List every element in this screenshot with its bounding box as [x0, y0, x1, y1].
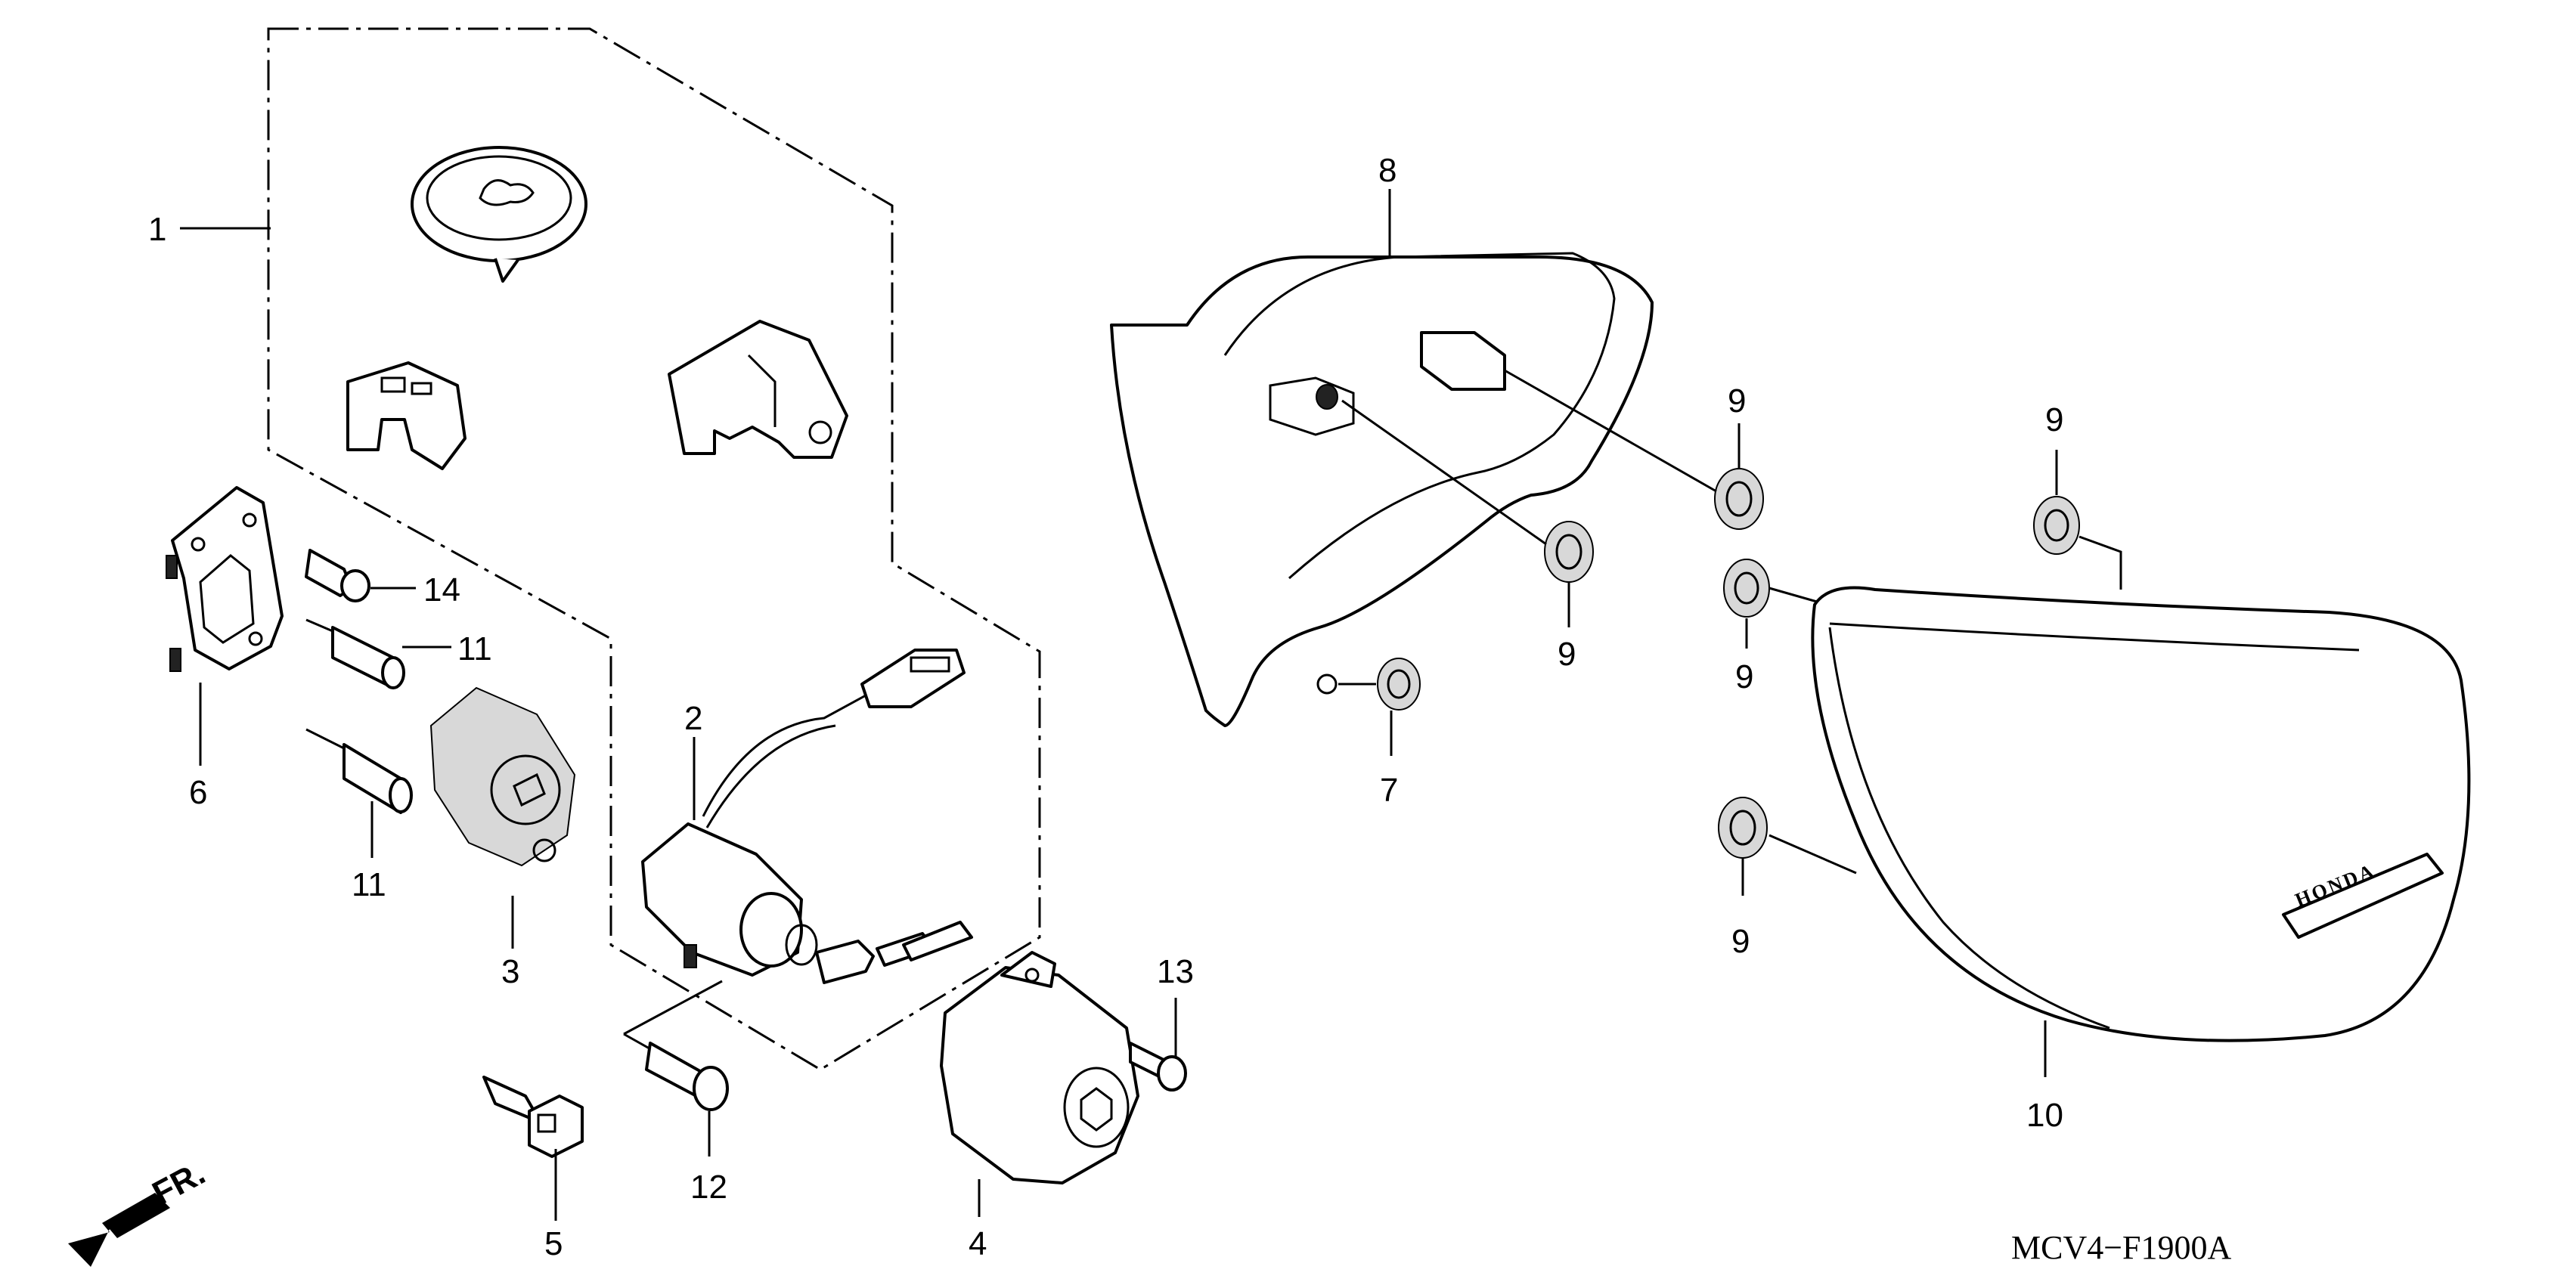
bracket-plate-6	[166, 486, 284, 672]
helmet-holder-part	[668, 320, 848, 459]
callout-8: 8	[1378, 152, 1396, 189]
front-direction-arrow-icon: FR.	[68, 1154, 211, 1267]
side-cover-10: HONDA	[1811, 586, 2471, 1042]
callout-1: 1	[148, 211, 166, 248]
callout-9a: 9	[1728, 382, 1746, 420]
callout-7: 7	[1380, 772, 1398, 809]
callout-11a: 11	[457, 630, 492, 667]
callout-4: 4	[969, 1225, 987, 1262]
grommet-9-e	[1718, 797, 1768, 859]
grommet-9-b	[1544, 521, 1594, 583]
callout-11b: 11	[352, 866, 386, 903]
item-2-group-leader	[623, 980, 723, 1036]
callout-2: 2	[684, 700, 702, 737]
ignition-switch-2	[641, 649, 973, 984]
callout-9e: 9	[1731, 923, 1750, 960]
collar-11-lower	[305, 728, 413, 814]
callout-5: 5	[544, 1225, 563, 1262]
collar-11-upper	[305, 618, 405, 689]
grommet-9-a	[1714, 468, 1764, 530]
callout-14: 14	[423, 571, 460, 608]
callout-10: 10	[2026, 1097, 2063, 1134]
grommet-7	[1377, 658, 1421, 711]
side-cover-bracket-8	[1110, 252, 1654, 727]
callout-9c: 9	[1735, 658, 1753, 695]
grommet-9-c	[1723, 559, 1770, 618]
callout-12: 12	[690, 1169, 727, 1206]
callout-9b: 9	[1558, 636, 1576, 673]
screw-13	[1129, 1042, 1187, 1091]
screw-12	[645, 1042, 729, 1111]
flange-bolt-14	[305, 549, 370, 602]
callout-6: 6	[189, 774, 207, 811]
switch-cover-4	[940, 951, 1139, 1184]
grommet-9-d	[2033, 496, 2080, 555]
kit-boundary-1	[267, 27, 1041, 1071]
seat-lock-part	[346, 361, 467, 470]
callout-13: 13	[1157, 953, 1194, 990]
callout-3: 3	[501, 953, 519, 990]
callout-9d: 9	[2045, 401, 2063, 438]
key-5	[482, 1076, 584, 1158]
diagram-code: MCV4−F1900A	[2011, 1229, 2232, 1266]
fuel-cap-part	[411, 146, 587, 283]
lock-base-3	[429, 686, 576, 867]
